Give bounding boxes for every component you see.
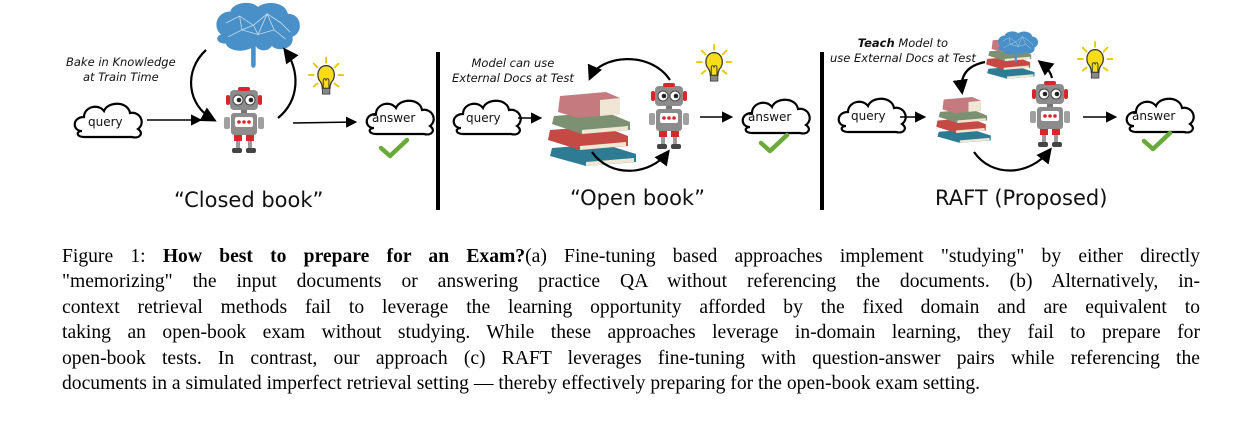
note-bold: Teach <box>857 36 895 50</box>
note-line: at Train Time <box>82 70 159 84</box>
note-raft: Teach Model to use External Docs at Test <box>830 36 976 66</box>
lightbulb-icon <box>696 44 733 83</box>
books-icon <box>548 92 636 166</box>
arrow-robot-to-answer <box>292 116 358 128</box>
answer-label: answer <box>372 111 415 125</box>
note-open-book: Model can use External Docs at Test <box>452 56 574 86</box>
arrow-brain-to-robot <box>190 49 217 122</box>
figure-illustration: query answer query answer <box>73 2 1195 210</box>
check-icon <box>381 140 407 156</box>
caption-line: taking an open-book exam without studyin… <box>62 322 1200 344</box>
panel-divider <box>820 52 824 210</box>
lightbulb-icon <box>1077 41 1114 80</box>
caption-label: Figure 1: <box>62 246 163 267</box>
caption-line: open-book tests. In contrast, our approa… <box>62 347 1200 369</box>
note-line: External Docs at Test <box>452 71 574 85</box>
robot-icon <box>223 86 265 154</box>
panel-divider <box>436 52 440 210</box>
panel-title-open-book: “Open book” <box>570 186 705 210</box>
caption-line: context retrieval methods fail to levera… <box>62 296 1200 318</box>
robot-icon <box>1029 80 1071 148</box>
panel-title-closed-book: “Closed book” <box>174 188 324 212</box>
check-icon <box>1144 133 1170 149</box>
caption-line: documents in a simulated imperfect retri… <box>62 373 981 395</box>
books-icon <box>936 97 991 143</box>
arrow-brain-books-to-docs <box>952 60 986 96</box>
arrow-robot-to-books <box>587 58 671 81</box>
panel-open-book: query answer <box>452 44 811 172</box>
panel-closed-book: query answer <box>73 2 435 156</box>
figure-caption: Figure 1: How best to prepare for an Exa… <box>62 244 1200 396</box>
panel-title-raft: RAFT (Proposed) <box>935 186 1108 210</box>
arrow-docs-to-robot <box>973 147 1052 172</box>
brain-icon <box>216 2 301 69</box>
caption-line: Figure 1: How best to prepare for an Exa… <box>62 244 1200 269</box>
arrow-robot-to-brain-books <box>1037 60 1055 79</box>
figure-1: query answer query answer <box>66 2 1195 212</box>
caption-line: "memorizing" the input documents or answ… <box>62 271 1200 293</box>
note-line: Model can use <box>471 56 555 70</box>
check-icon <box>761 135 787 151</box>
lightbulb-icon <box>308 57 345 96</box>
robot-icon <box>648 82 690 150</box>
query-label: query <box>466 111 501 125</box>
answer-label: answer <box>1132 109 1175 123</box>
arrow-books-to-robot <box>591 149 670 172</box>
arrow-robot-to-brain <box>277 47 299 119</box>
caption-text: (a) Fine-tuning based approaches impleme… <box>525 246 1200 267</box>
answer-label: answer <box>748 110 791 124</box>
note-line: Bake in Knowledge <box>66 55 176 69</box>
query-label: query <box>88 115 123 129</box>
caption-title: How best to prepare for an Exam? <box>162 246 526 267</box>
note-line: use External Docs at Test <box>830 51 976 65</box>
panel-raft: query answer <box>837 31 1195 172</box>
note-closed-book: Bake in Knowledge at Train Time <box>66 55 176 85</box>
note-line: Model to <box>894 36 949 50</box>
query-label: query <box>851 109 886 123</box>
